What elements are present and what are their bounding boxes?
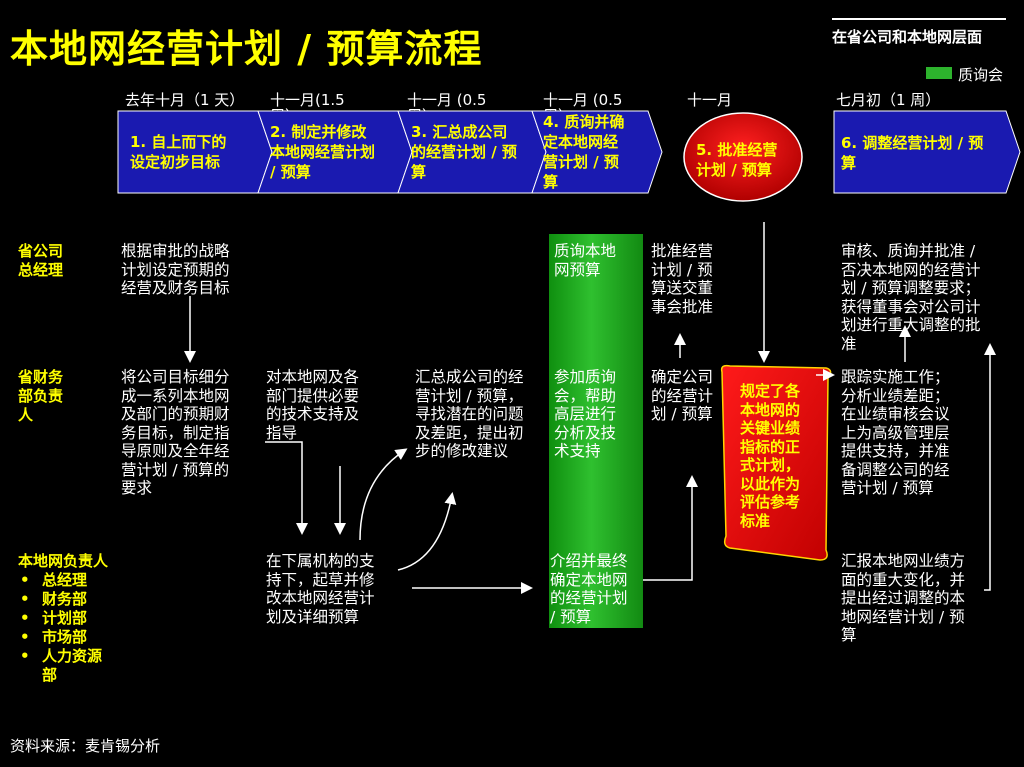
role-gm: 省公司总经理 xyxy=(18,242,64,279)
cell-finance-step3: 汇总成公司的经营计划 / 预算，寻找潜在的问题及差距，提出初步的修改建议 xyxy=(415,368,524,460)
source-note: 资料来源：麦肯锡分析 xyxy=(10,737,161,755)
role-finance: 省财务部负责人 xyxy=(18,368,64,424)
step-6-label: 6. 调整经营计划 / 预算 xyxy=(841,134,984,172)
cell-gm-step5: 批准经营计划 / 预算送交董事会批准 xyxy=(651,242,714,316)
page-title: 本地网经营计划 / 预算流程 xyxy=(10,27,483,71)
cell-gm-step6: 审核、质询并批准 /否决本地网的经营计划 / 预算调整要求；获得董事会对公司计划… xyxy=(841,242,981,353)
cell-finance-step2: 对本地网及各部门提供必要的技术支持及指导 xyxy=(266,368,360,442)
timeline-label-6: 七月初（1 周） xyxy=(836,91,941,109)
review-meeting-band xyxy=(549,234,643,628)
step-3-label: 3. 汇总成公司的经营计划 / 预算 xyxy=(411,123,517,181)
cell-local-step4: 介绍并最终确定本地网的经营计划/ 预算 xyxy=(550,552,628,626)
cell-gm-step1: 根据审批的战略计划设定预期的经营及财务目标 xyxy=(121,242,230,297)
cell-finance-step6: 跟踪实施工作；分析业绩差距；在业绩审核会议上为高级管理层提供支持，并准备调整公司… xyxy=(841,368,950,497)
step-4-label: 4. 质询并确定本地网经营计划 / 预算 xyxy=(543,113,625,191)
legend-swatch xyxy=(926,67,952,79)
kpi-scroll-text: 规定了各本地网的关键业绩指标的正式计划，以此作为评估参考标准 xyxy=(740,382,801,530)
scope-label: 在省公司和本地网层面 xyxy=(832,28,983,46)
step-5-approve-ellipse xyxy=(683,112,803,202)
cell-local-step2: 在下属机构的支持下，起草并修改本地网经营计划及详细预算 xyxy=(266,552,375,626)
cell-finance-step4: 参加质询会，帮助高层进行分析及技术支持 xyxy=(554,368,617,460)
step-1-label: 1. 自上而下的设定初步目标 xyxy=(130,133,227,171)
step-5-label: 5. 批准经营计划 / 预算 xyxy=(696,141,778,179)
cell-finance-step1: 将公司目标细分成一系列本地网及部门的预期财务目标，制定指导原则及全年经营计划 /… xyxy=(121,368,230,497)
arrow-local-up xyxy=(984,343,996,591)
cell-local-step6: 汇报本地网业绩方面的重大变化，并提出经过调整的本地网经营计划 / 预算 xyxy=(841,552,966,644)
cell-finance-step5: 确定公司的经营计划 / 预算 xyxy=(651,368,714,423)
timeline-label-1: 去年十月（1 天） xyxy=(125,91,245,109)
arrow-curve-up xyxy=(359,448,408,541)
step-2-label: 2. 制定并修改本地网经营计划/ 预算 xyxy=(270,123,376,181)
arrow-finance-to-local xyxy=(265,441,308,535)
role-local: 本地网负责人 总经理 财务部 计划部 市场部 人力资源 部 xyxy=(18,552,108,685)
timeline-label-5: 十一月 xyxy=(687,91,733,109)
scope-divider xyxy=(832,18,1006,20)
arrow-review-to-finance xyxy=(643,475,698,581)
step-4-chevron xyxy=(531,110,663,194)
kpi-scroll xyxy=(720,364,832,561)
legend-label: 质询会 xyxy=(958,66,1004,84)
cell-gm-step4: 质询本地网预算 xyxy=(554,242,617,279)
step-6-chevron xyxy=(833,110,1021,194)
arrow-draft-up xyxy=(397,492,457,571)
